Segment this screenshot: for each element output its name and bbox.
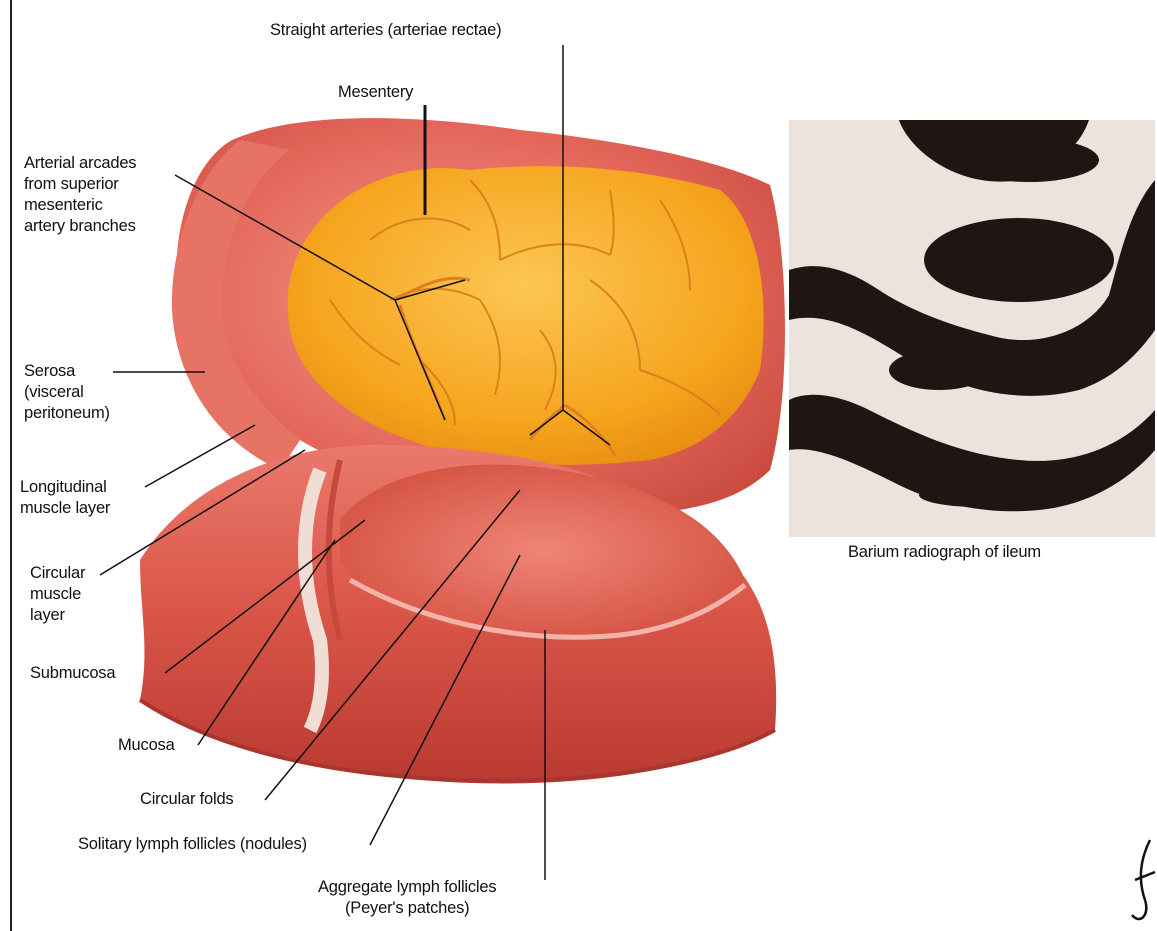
label-submucosa: Submucosa	[30, 663, 115, 684]
label-mucosa: Mucosa	[118, 735, 175, 756]
label-straight-arteries: Straight arteries (arteriae rectae)	[270, 20, 501, 41]
label-solitary-lymph-follicles: Solitary lymph follicles (nodules)	[78, 834, 307, 855]
label-arterial-arcades: Arterial arcades from superior mesenteri…	[24, 153, 136, 237]
radiograph-caption: Barium radiograph of ileum	[848, 542, 1041, 563]
label-mesentery: Mesentery	[338, 82, 413, 103]
label-serosa: Serosa (visceral peritoneum)	[24, 361, 110, 424]
artist-signature	[1132, 840, 1155, 919]
label-circular-muscle: Circular muscle layer	[30, 563, 85, 626]
label-circular-folds: Circular folds	[140, 789, 233, 810]
barium-radiograph-image	[789, 120, 1155, 537]
label-longitudinal-muscle: Longitudinal muscle layer	[20, 477, 110, 519]
label-aggregate-lymph-follicles: Aggregate lymph follicles (Peyer's patch…	[318, 877, 496, 919]
